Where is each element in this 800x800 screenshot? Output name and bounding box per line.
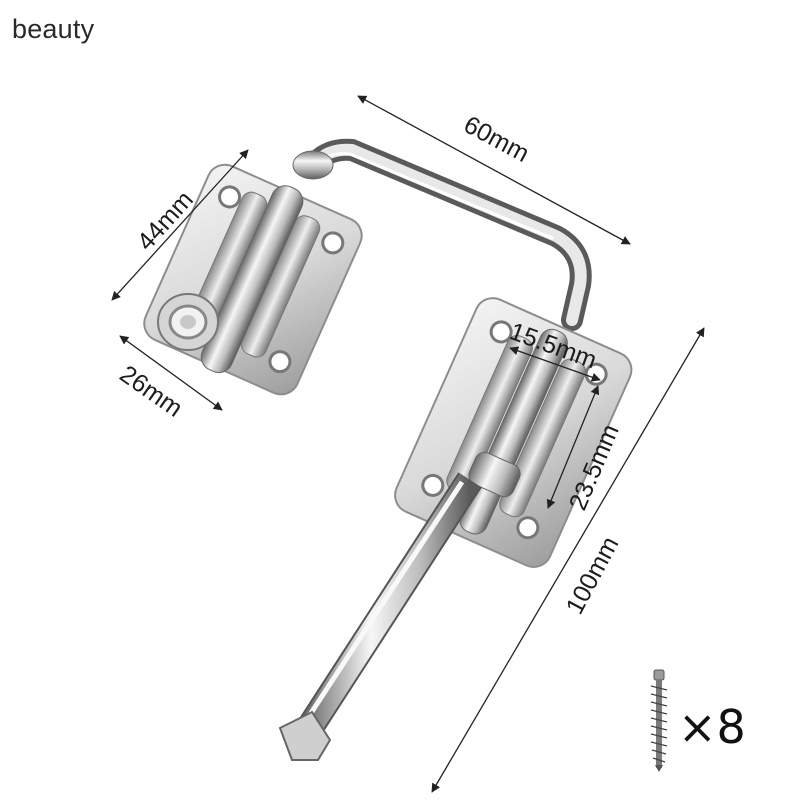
sliding-bolt [278, 472, 482, 761]
dim-total-length: 100mm [561, 532, 625, 619]
brand-label: beauty [12, 14, 95, 44]
screw-icon [650, 669, 668, 772]
keeper-barrel [157, 293, 219, 351]
dim-top-width: 60mm [459, 111, 533, 168]
screw-quantity: ×8 [678, 700, 746, 754]
dim-plate-width: 26mm [115, 360, 188, 423]
dimension-lines [111, 95, 705, 793]
